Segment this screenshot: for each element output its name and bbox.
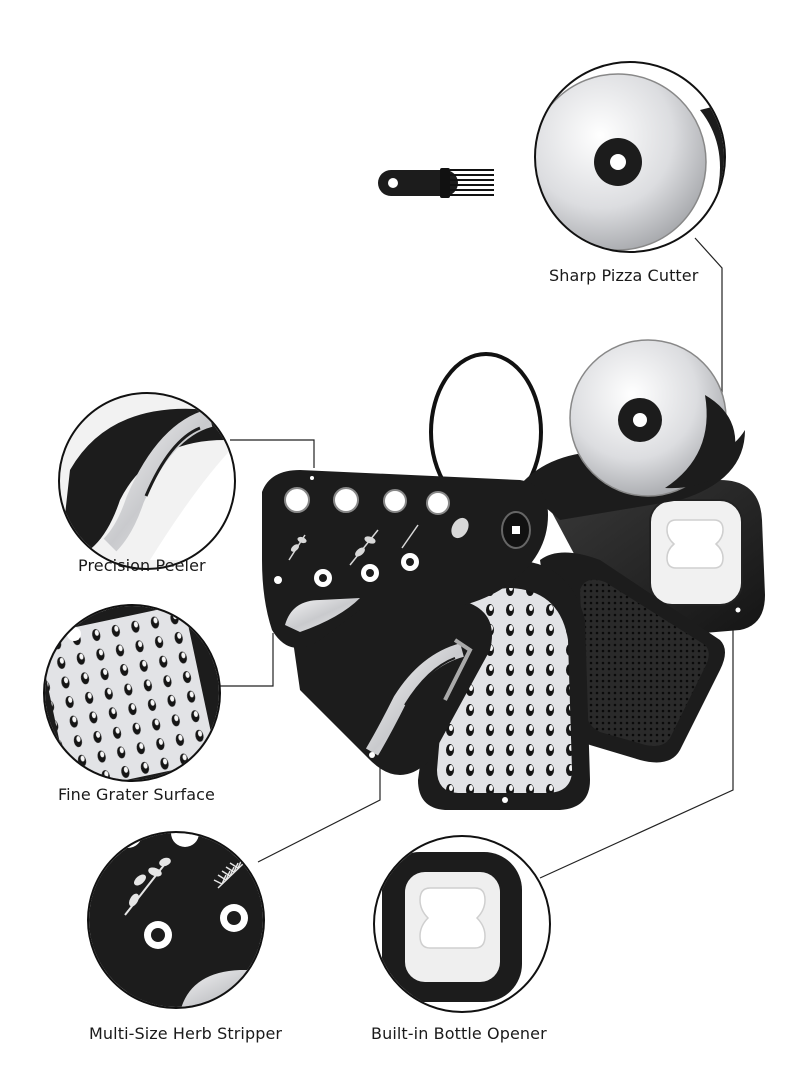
leader-herb [257, 762, 381, 863]
bottle-opener-callout [373, 835, 551, 1013]
label-fine-grater-surface: Fine Grater Surface [58, 785, 215, 804]
cleaning-brush-icon [378, 168, 494, 198]
herb-stripper-icon [262, 470, 548, 648]
leader-bottle [539, 630, 734, 879]
leader-peeler [230, 439, 315, 468]
label-multi-size-herb-stripper: Multi-Size Herb Stripper [89, 1024, 283, 1043]
herb-stripper-callout [87, 831, 265, 1009]
pizza-cutter-icon [520, 339, 745, 520]
label-sharp-pizza-cutter: Sharp Pizza Cutter [549, 266, 699, 285]
pizza-cutter-callout [534, 61, 726, 253]
label-precision-peeler: Precision Peeler [78, 556, 206, 575]
peeler-icon [290, 600, 492, 775]
multi-tool-set [262, 339, 765, 810]
leader-lines [213, 237, 734, 879]
label-built-in-bottle-opener: Built-in Bottle Opener [371, 1024, 547, 1043]
bottle-opener-icon [540, 480, 765, 640]
grater-callout [43, 604, 221, 782]
leader-grater [213, 633, 274, 687]
herb-icon [124, 857, 171, 916]
leader-pizza [694, 237, 723, 398]
peeler-callout [58, 392, 236, 570]
